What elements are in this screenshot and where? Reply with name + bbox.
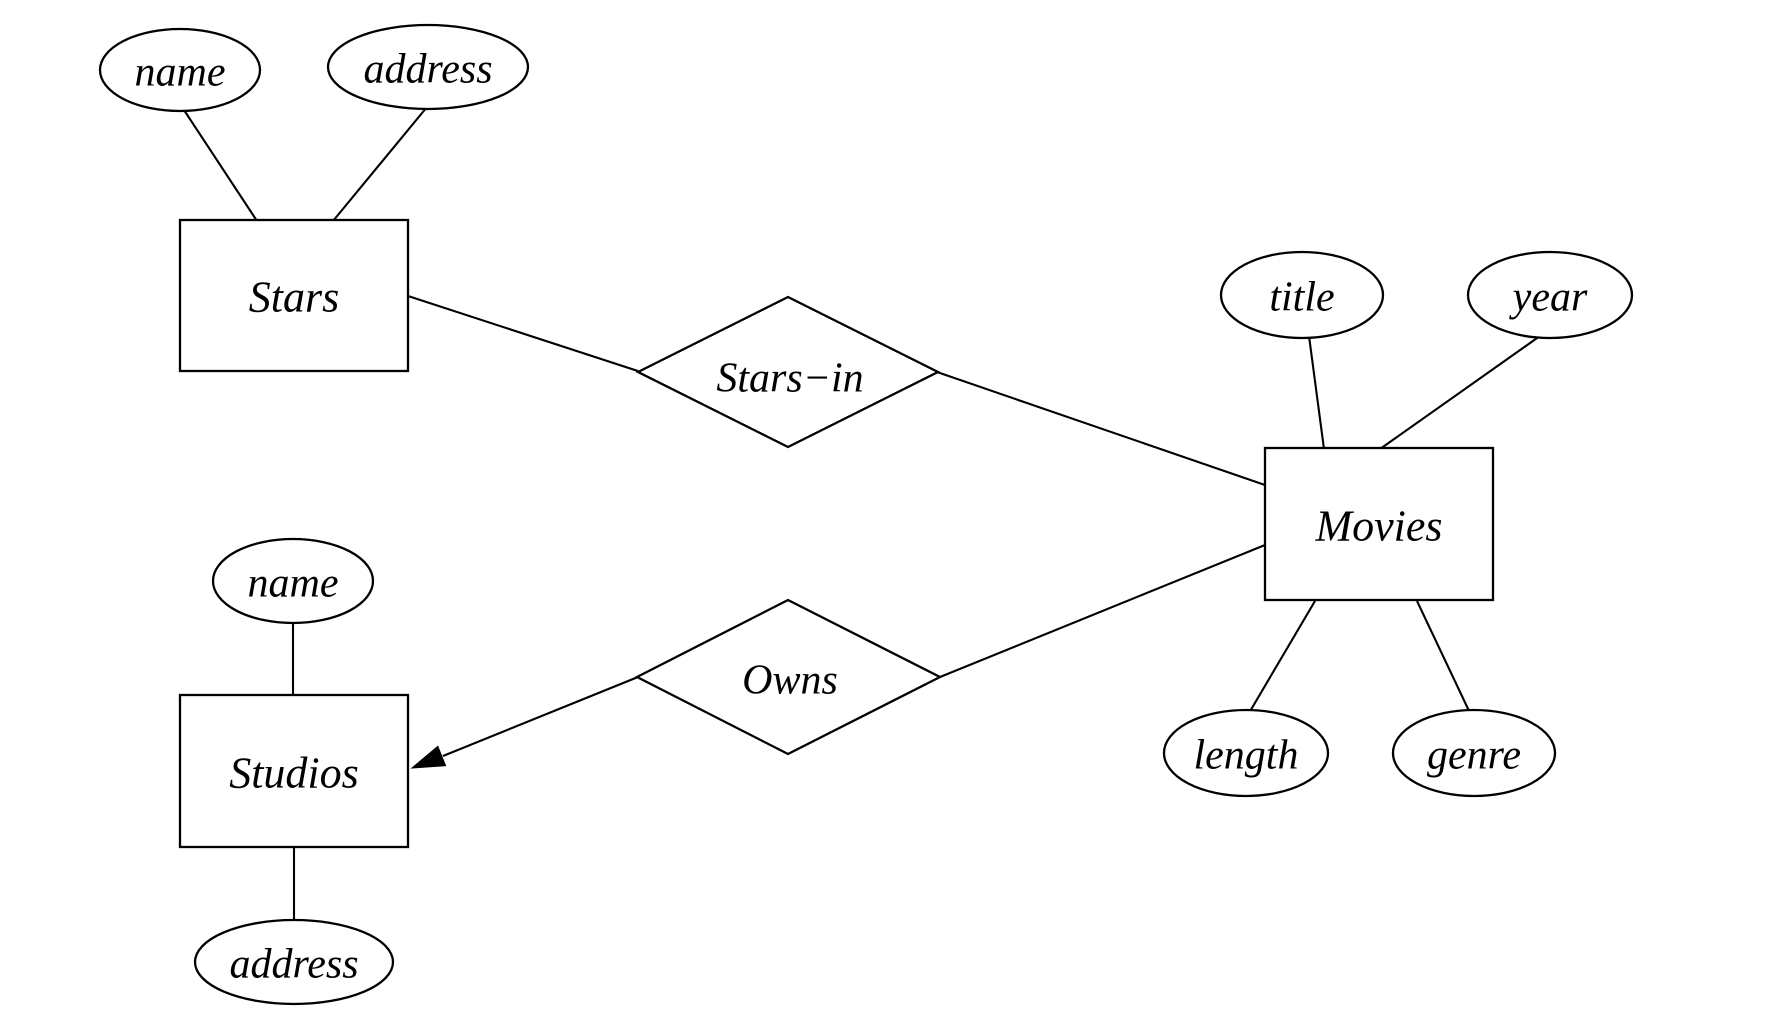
- attribute-ellipses: [98, 23, 1634, 1006]
- attribute-movies-title-label: title: [1269, 275, 1334, 321]
- relationship-starsin-label: Stars−in: [716, 356, 863, 402]
- edge-owns-to-studios: [442, 676, 639, 757]
- entity-studios-box: [178, 693, 410, 849]
- attribute-studios-address-label: address: [229, 942, 358, 988]
- attribute-stars-address-label: address: [363, 47, 492, 93]
- relationship-starsin-diamond: [635, 295, 941, 449]
- edge-title-to-movies: [1307, 335, 1326, 450]
- entity-studios-label: Studios: [229, 748, 359, 797]
- attribute-stars-name-label: name: [135, 50, 226, 96]
- attribute-studios-address-ellipse: [193, 918, 395, 1006]
- attribute-movies-length-ellipse: [1162, 708, 1330, 798]
- relationship-owns-diamond: [634, 598, 943, 756]
- attribute-movies-length-label: length: [1194, 733, 1299, 779]
- attribute-movies-year-label: year: [1509, 275, 1588, 321]
- entity-movies-label: Movies: [1314, 501, 1442, 550]
- edge-movies-to-owns: [939, 544, 1266, 678]
- attribute-movies-genre-label: genre: [1427, 733, 1521, 779]
- edge-stars-address-to-stars: [332, 106, 428, 222]
- arrowhead-into-studios: [410, 745, 447, 769]
- edge-movies-to-length: [1248, 600, 1316, 714]
- attribute-movies-genre-ellipse: [1391, 708, 1557, 798]
- attribute-studios-name-ellipse: [211, 537, 375, 625]
- connector-edges: [181, 106, 1541, 921]
- labels: Stars Movies Studios Stars−in Owns name …: [135, 47, 1588, 988]
- entity-boxes: [178, 218, 1495, 849]
- edge-stars-to-starsin: [407, 295, 639, 372]
- entity-movies-box: [1263, 446, 1495, 602]
- edge-year-to-movies: [1379, 335, 1541, 450]
- attribute-stars-name-ellipse: [98, 27, 262, 113]
- edge-stars-name-to-stars: [181, 106, 258, 222]
- entity-stars-label: Stars: [249, 272, 339, 321]
- relationship-owns-label: Owns: [742, 658, 838, 704]
- attribute-movies-year-ellipse: [1466, 250, 1634, 340]
- attribute-movies-title-ellipse: [1219, 250, 1385, 340]
- entity-stars-box: [178, 218, 410, 373]
- attribute-studios-name-label: name: [248, 561, 339, 607]
- edge-starsin-to-movies: [936, 371, 1266, 486]
- relationship-diamonds: [634, 295, 943, 756]
- attribute-stars-address-ellipse: [326, 23, 530, 111]
- edge-movies-to-genre: [1416, 600, 1471, 714]
